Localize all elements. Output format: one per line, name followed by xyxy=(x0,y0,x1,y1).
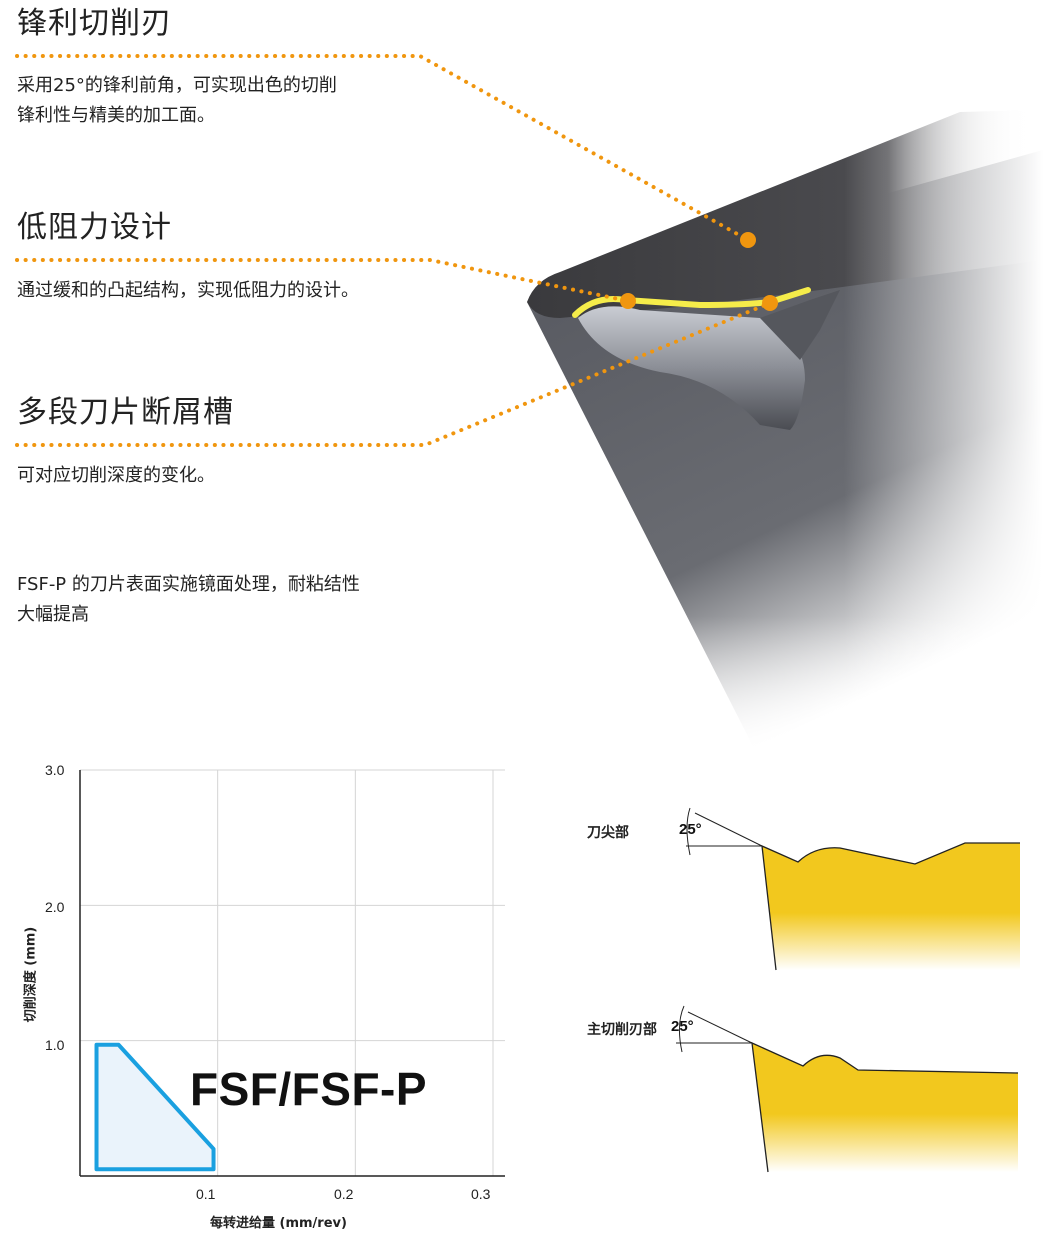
feature-desc-line: 可对应切削深度的变化。 xyxy=(17,465,215,486)
feature-desc-low-resistance: 通过缓和的凸起结构，实现低阻力的设计。 xyxy=(17,276,359,306)
note-line: 大幅提高 xyxy=(17,604,89,625)
profile-main-angle: 25° xyxy=(671,1018,694,1035)
callout-line-sharp-edge xyxy=(15,54,750,242)
chart-title: FSF/FSF-P xyxy=(190,1063,428,1115)
profile-main-label: 主切削刃部 xyxy=(587,1022,657,1038)
y-tick-label: 1.0 xyxy=(45,1037,65,1053)
insert-illustration xyxy=(15,54,1043,760)
note-line: FSF-P 的刀片表面实施镜面处理，耐粘结性 xyxy=(17,574,360,595)
cutting-edge-highlight xyxy=(572,287,811,318)
feature-desc-line: 通过缓和的凸起结构，实现低阻力的设计。 xyxy=(17,280,359,301)
chart-y-axis-label: 切削深度 (mm) xyxy=(23,926,39,1023)
callout-dot-chipbreaker xyxy=(762,295,778,311)
profile-tip-label: 刀尖部 xyxy=(587,825,629,841)
profile-tip-outline xyxy=(761,842,1020,971)
y-tick-label: 2.0 xyxy=(45,899,65,915)
feature-desc-sharp-edge: 采用25°的锋利前角，可实现出色的切削 锋利性与精美的加工面。 xyxy=(17,71,337,131)
x-tick-label: 0.2 xyxy=(334,1186,354,1202)
chart-x-axis-label: 每转进给量 (mm/rev) xyxy=(210,1216,347,1231)
profile-tip-rake-line xyxy=(694,812,763,847)
profile-main-rake-line xyxy=(687,1011,753,1044)
y-tick-label: 3.0 xyxy=(45,762,65,778)
feature-desc-line: 采用25°的锋利前角，可实现出色的切削 xyxy=(17,75,337,96)
feature-title-low-resistance: 低阻力设计 xyxy=(17,210,172,245)
profile-main-shape xyxy=(752,1043,1018,1172)
feature-desc-line: 锋利性与精美的加工面。 xyxy=(17,105,215,126)
callout-dot-sharp-edge xyxy=(740,232,756,248)
profile-tip-shape xyxy=(762,843,1020,970)
feature-title-sharp-edge: 锋利切削刃 xyxy=(17,6,172,41)
callout-line-chipbreaker xyxy=(15,301,772,447)
callout-dot-low-resistance xyxy=(620,293,636,309)
callout-line-low-resistance xyxy=(15,258,630,303)
profile-main-outline xyxy=(751,1041,1019,1173)
profile-tip-angle: 25° xyxy=(679,821,702,838)
x-tick-label: 0.3 xyxy=(471,1186,491,1202)
mirror-finish-note: FSF-P 的刀片表面实施镜面处理，耐粘结性 大幅提高 xyxy=(17,570,360,630)
feature-desc-chipbreaker: 可对应切削深度的变化。 xyxy=(17,461,215,491)
feature-title-chipbreaker: 多段刀片断屑槽 xyxy=(17,395,234,430)
x-tick-label: 0.1 xyxy=(196,1186,216,1202)
